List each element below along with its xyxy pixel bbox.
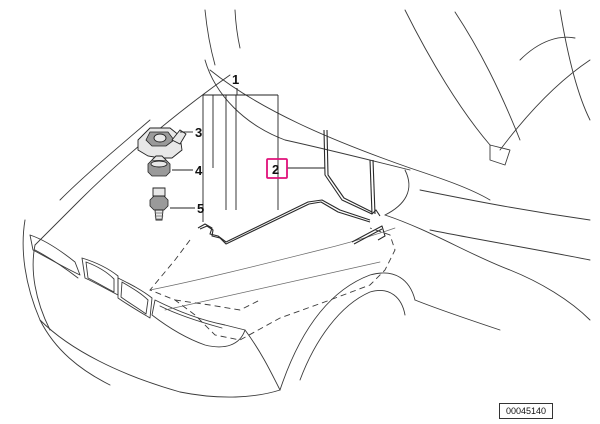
part-5-bolt xyxy=(149,187,169,221)
svg-text:3: 3 xyxy=(195,125,202,140)
diagram-id-label: 00045140 xyxy=(499,403,553,419)
part-3-lock-bracket xyxy=(137,127,187,159)
hood-underside-outline xyxy=(149,227,396,341)
leader-lines xyxy=(170,88,325,222)
svg-text:5: 5 xyxy=(197,201,204,216)
svg-text:1: 1 xyxy=(232,72,239,87)
part-4-nut xyxy=(147,155,171,177)
callout-1[interactable]: 1 xyxy=(232,72,239,87)
car-body-outline xyxy=(22,9,591,398)
callout-2[interactable]: 2 xyxy=(266,158,288,179)
callout-4[interactable]: 4 xyxy=(195,163,203,178)
svg-text:2: 2 xyxy=(272,162,279,177)
callout-3[interactable]: 3 xyxy=(195,125,202,140)
hood-release-rod xyxy=(197,129,386,245)
callout-5[interactable]: 5 xyxy=(197,201,204,216)
svg-text:4: 4 xyxy=(195,163,203,178)
